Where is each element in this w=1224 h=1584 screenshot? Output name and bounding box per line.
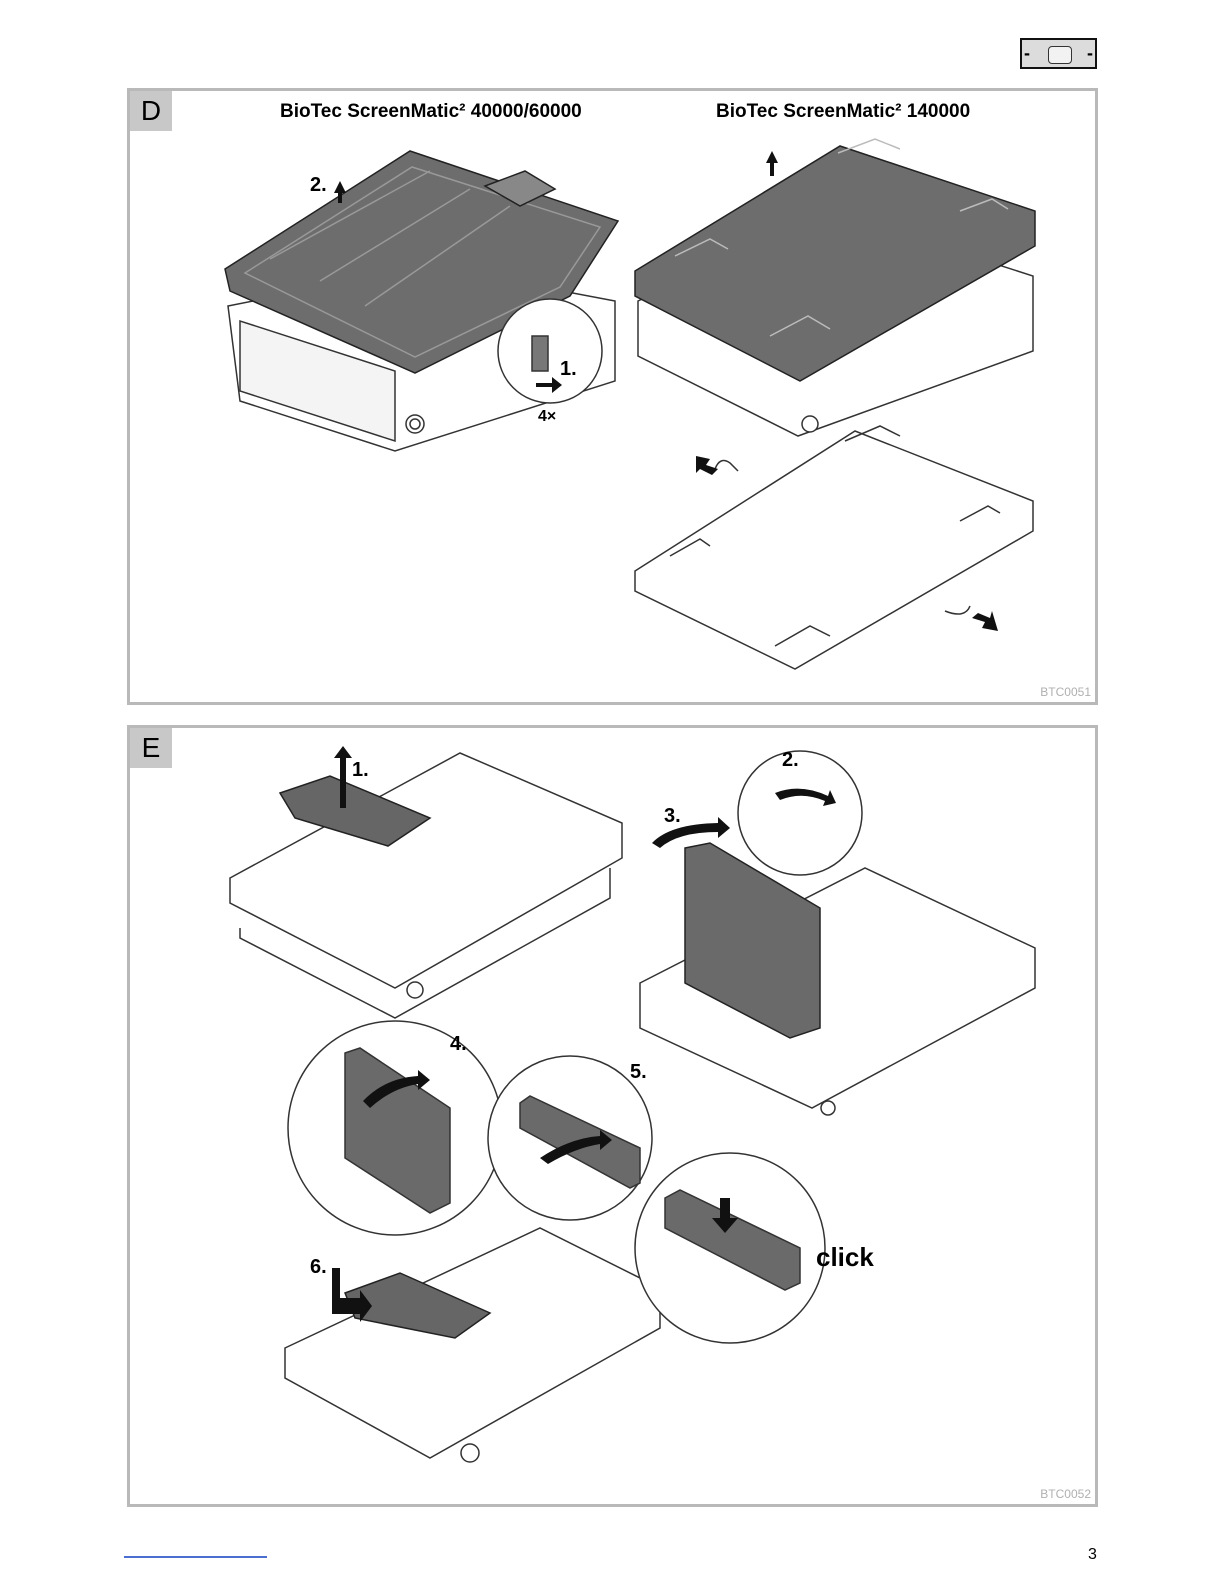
figure-panel-e: E <box>127 725 1098 1507</box>
step-2-label: 2. <box>310 174 327 196</box>
step-1-label: 1. <box>560 358 577 380</box>
latch-detail-circle <box>498 299 602 403</box>
step-1-label: 1. <box>352 759 369 781</box>
figure-code: BTC0051 <box>1040 685 1091 699</box>
arrow-icon <box>766 151 778 176</box>
step-6-label: 6. <box>310 1256 327 1278</box>
language-selector-icon: - - <box>1020 38 1097 69</box>
step-2-label: 2. <box>782 749 799 771</box>
figure-code: BTC0052 <box>1040 1487 1091 1501</box>
step-4-label: 4. <box>450 1033 467 1055</box>
lid-underside-illustration <box>635 426 1033 669</box>
count-label: 4× <box>538 408 556 425</box>
figure-panel-d: D BioTec ScreenMatic² 40000/60000 BioTec… <box>127 88 1098 705</box>
cover-removal-illustration: 1. 2. 4× <box>130 91 1095 702</box>
click-label: click <box>816 1242 874 1272</box>
detail-circle-step-5 <box>488 1056 652 1220</box>
filter-housing-bottom <box>285 1228 660 1462</box>
step-5-label: 5. <box>630 1061 647 1083</box>
detail-circle-step-4 <box>288 1021 502 1235</box>
page-number: 3 <box>1088 1546 1097 1564</box>
detail-circle-step-2 <box>738 751 862 875</box>
filter-installation-illustration: 1. 2. 3. 4. 5. 6. click <box>130 728 1095 1504</box>
footer-link-underline[interactable] <box>124 1556 267 1558</box>
detail-circle-click <box>635 1153 825 1343</box>
step-3-label: 3. <box>664 805 681 827</box>
